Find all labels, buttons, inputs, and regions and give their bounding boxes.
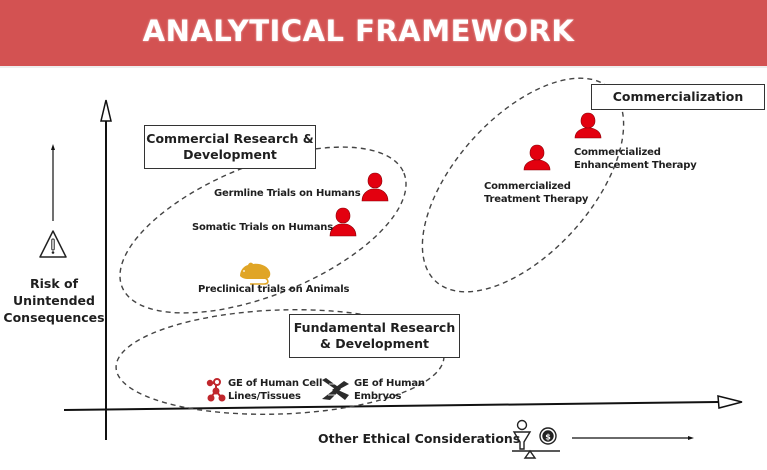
group-label-line: & Development	[320, 336, 429, 352]
item-label-line: GE of Human Cell	[228, 378, 323, 389]
x-axis-arrowhead	[717, 395, 743, 409]
item-label-line: Embryos	[354, 391, 402, 402]
y-axis-label-line: Risk of	[29, 276, 79, 291]
page-title: ANALYTICAL FRAMEWORK	[142, 14, 575, 48]
item-label-line: Commercialized	[484, 181, 571, 192]
item-label-cell-lines: GE of Human Cell Lines/Tissues	[228, 377, 322, 403]
x-axis-line	[63, 401, 719, 411]
group-label-line: Fundamental Research	[293, 320, 456, 335]
risk-arrow-head	[51, 144, 55, 150]
y-axis-label-line: Consequences	[3, 309, 105, 325]
rat-icon	[240, 262, 271, 285]
group-label-line: Development	[183, 147, 277, 163]
item-label-line: Commercialized	[574, 147, 661, 158]
dna-icon	[322, 378, 349, 400]
person-icon-treatment	[523, 144, 551, 171]
y-axis-label-line: Unintended	[13, 292, 95, 308]
header-divider	[0, 66, 767, 68]
x-axis-label: Other Ethical Considerations	[318, 431, 521, 446]
item-label-line: Treatment Therapy	[484, 194, 589, 205]
group-label-commercial-rd: Commercial Research & Development	[144, 125, 316, 169]
item-label-treatment-therapy: Commercialized Treatment Therapy	[484, 180, 588, 206]
warning-icon	[39, 230, 67, 258]
item-label-germline-trials: Germline Trials on Humans	[214, 188, 361, 199]
item-label-line: GE of Human	[354, 378, 425, 389]
ethics-scale-icon: $	[512, 419, 560, 459]
item-label-preclinical-trials: Preclinical trials on Animals	[198, 284, 350, 295]
header-banner: ANALYTICAL FRAMEWORK	[0, 0, 767, 66]
group-label-text: Commercialization	[612, 89, 744, 104]
group-label-line: Commercial Research &	[146, 131, 314, 146]
commercial-rd-ellipse	[119, 146, 407, 314]
cell-molecule-icon	[206, 378, 226, 402]
person-icon-somatic	[329, 207, 357, 237]
person-icon-germline	[361, 172, 389, 202]
item-label-enhancement-therapy: Commercialized Enhancement Therapy	[574, 146, 697, 172]
ethics-arrow-head	[688, 436, 694, 440]
y-axis-label: Risk of Unintended Consequences	[2, 276, 106, 327]
item-label-human-embryos: GE of Human Embryos	[354, 377, 425, 403]
svg-text:$: $	[545, 433, 551, 442]
group-label-fundamental-rd: Fundamental Research & Development	[289, 314, 460, 358]
item-label-line: Lines/Tissues	[228, 391, 301, 402]
person-icon-enhancement	[574, 112, 602, 139]
y-axis-arrowhead	[100, 99, 112, 122]
item-label-somatic-trials: Somatic Trials on Humans	[192, 222, 333, 233]
group-label-commercialization: Commercialization	[591, 84, 765, 110]
item-label-line: Enhancement Therapy	[574, 160, 697, 171]
